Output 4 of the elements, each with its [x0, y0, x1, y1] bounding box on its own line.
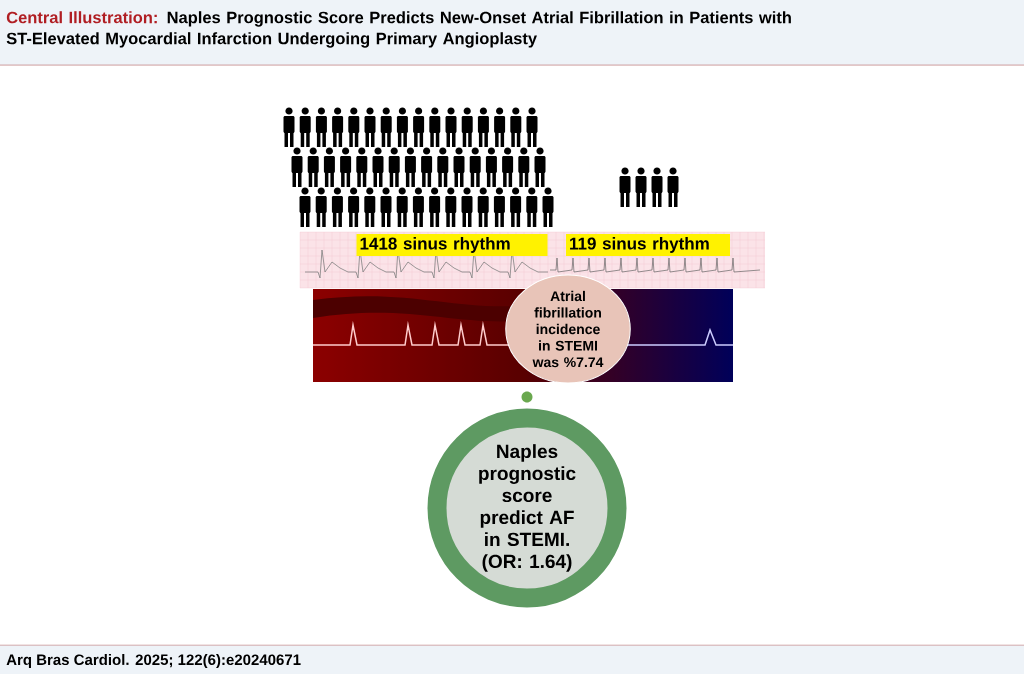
- count-label: 1418 sinus rhythm: [356, 234, 548, 256]
- heading: Central Illustration: Naples Prognostic Score Predicts New-Onset Atrial Fibrillation in Patients with ST-Elevated Myocardial Infarction Undergoing Primary Angioplasty: [6, 11, 791, 48]
- citation: Arq Bras Cardiol. 2025; 122(6):e20240671: [6, 654, 301, 668]
- count-label: 119 sinus rhythm: [566, 234, 730, 256]
